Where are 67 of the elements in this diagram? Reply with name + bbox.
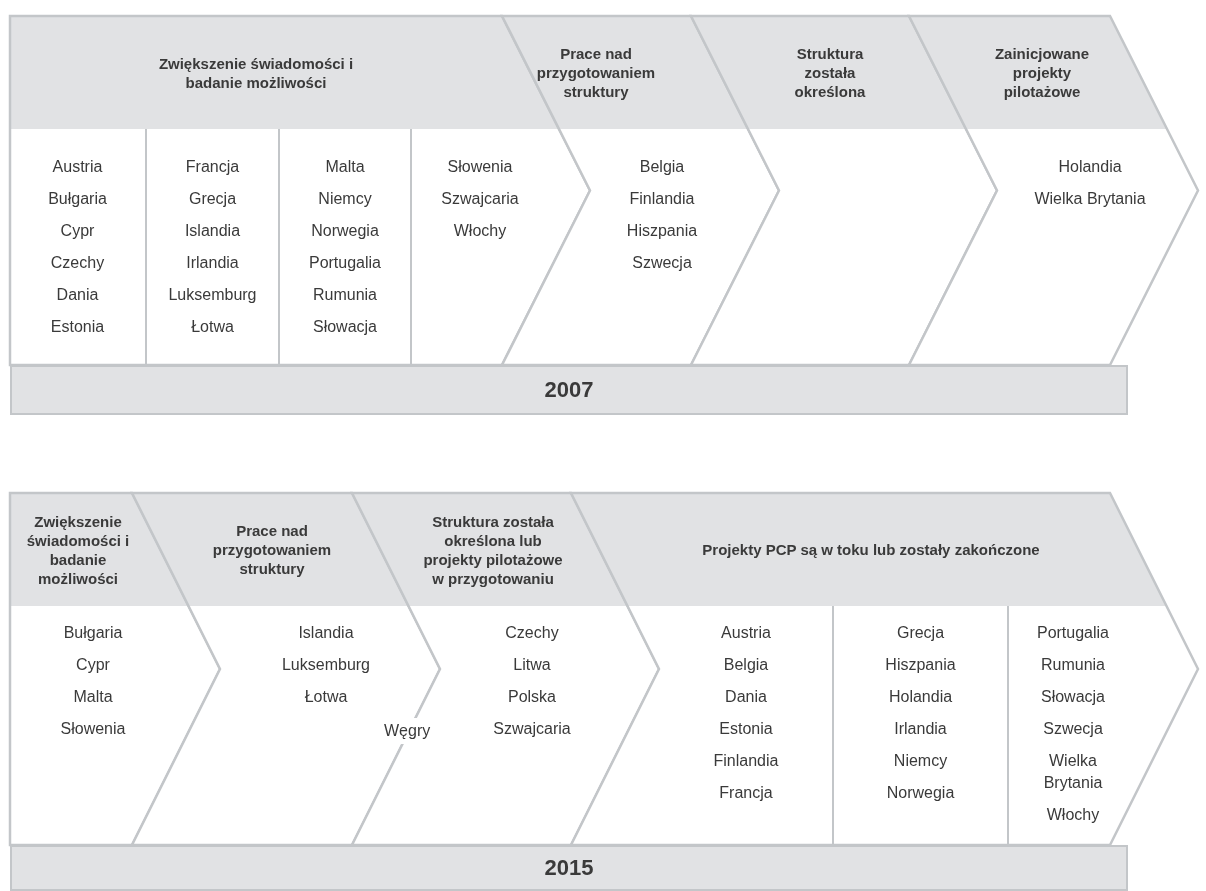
country-name: Wielka Brytania xyxy=(1042,751,1104,793)
country-name: Dania xyxy=(55,285,100,305)
stage-heading: Prace nad przygotowaniem struktury xyxy=(535,44,657,101)
country-name: Czechy xyxy=(504,623,560,643)
country-name: Norwegia xyxy=(310,221,380,241)
country-name: Holandia xyxy=(887,687,954,707)
country-name: Estonia xyxy=(49,317,106,337)
country-name: Bułgaria xyxy=(47,189,108,209)
country-name: Słowacja xyxy=(312,317,378,337)
country-name: Węgry xyxy=(381,718,434,744)
country-name: Malta xyxy=(324,157,366,177)
country-name: Bułgaria xyxy=(62,623,124,643)
stage-heading: Zainicjowane projekty pilotażowe xyxy=(993,44,1091,101)
country-name: Finlandia xyxy=(628,189,696,209)
country-name: Szwajcaria xyxy=(492,719,572,739)
country-name: Austria xyxy=(51,157,104,177)
country-name: Holandia xyxy=(1057,157,1123,177)
country-name: Luksemburg xyxy=(167,285,258,305)
country-name: Cypr xyxy=(59,221,96,241)
country-name: Dania xyxy=(724,687,768,707)
country-name: Irlandia xyxy=(893,719,948,739)
country-name: Rumunia xyxy=(1040,655,1106,675)
country-name: Malta xyxy=(72,687,114,707)
country-name: Słowenia xyxy=(446,157,514,177)
country-name: Portugalia xyxy=(1035,623,1110,643)
stage-heading: Zwiększenie świadomości i badanie możliwości xyxy=(25,511,131,588)
country-name: Cypr xyxy=(75,655,111,675)
country-name: Luksemburg xyxy=(280,655,371,675)
country-name: Niemcy xyxy=(892,751,949,771)
country-name: Litwa xyxy=(512,655,552,675)
stage-heading: Prace nad przygotowaniem struktury xyxy=(211,521,333,578)
country-name: Wielka Brytania xyxy=(1033,189,1147,209)
country-name: Szwajcaria xyxy=(440,189,520,209)
country-name: Francja xyxy=(184,157,241,177)
country-name: Słowacja xyxy=(1040,687,1106,707)
country-name: Włochy xyxy=(452,221,508,241)
country-name: Szwecja xyxy=(1042,719,1104,739)
country-name: Rumunia xyxy=(312,285,378,305)
country-name: Hiszpania xyxy=(625,221,699,241)
country-name: Islandia xyxy=(183,221,242,241)
country-name: Finlandia xyxy=(712,751,780,771)
stage-heading: Projekty PCP są w toku lub zostały zakończone xyxy=(702,540,1040,559)
country-name: Polska xyxy=(507,687,557,707)
country-name: Szwecja xyxy=(631,253,693,273)
year-bar: 2015 xyxy=(10,845,1128,891)
country-name: Niemcy xyxy=(317,189,373,209)
country-name: Czechy xyxy=(49,253,106,273)
country-name: Portugalia xyxy=(307,253,382,273)
year-bar: 2007 xyxy=(10,365,1128,415)
country-name: Grecja xyxy=(187,189,238,209)
country-name: Łotwa xyxy=(190,317,235,337)
stage-heading: Struktura została określona lub projekty pilotażowe w przygotowaniu xyxy=(422,511,564,588)
country-name: Estonia xyxy=(718,719,774,739)
country-name: Hiszpania xyxy=(884,655,957,675)
country-name: Norwegia xyxy=(885,783,956,803)
country-name: Grecja xyxy=(895,623,946,643)
country-name: Austria xyxy=(720,623,772,643)
country-name: Belgia xyxy=(638,157,686,177)
stage-heading: Struktura została określona xyxy=(793,44,867,101)
country-name: Włochy xyxy=(1045,805,1101,825)
country-name: Belgia xyxy=(722,655,770,675)
stage-heading: Zwiększenie świadomości i badanie możliwości xyxy=(157,53,355,92)
country-name: Francja xyxy=(718,783,774,803)
country-name: Irlandia xyxy=(185,253,240,273)
country-name: Łotwa xyxy=(303,687,349,707)
country-name: Słowenia xyxy=(59,719,127,739)
country-name: Islandia xyxy=(297,623,355,643)
